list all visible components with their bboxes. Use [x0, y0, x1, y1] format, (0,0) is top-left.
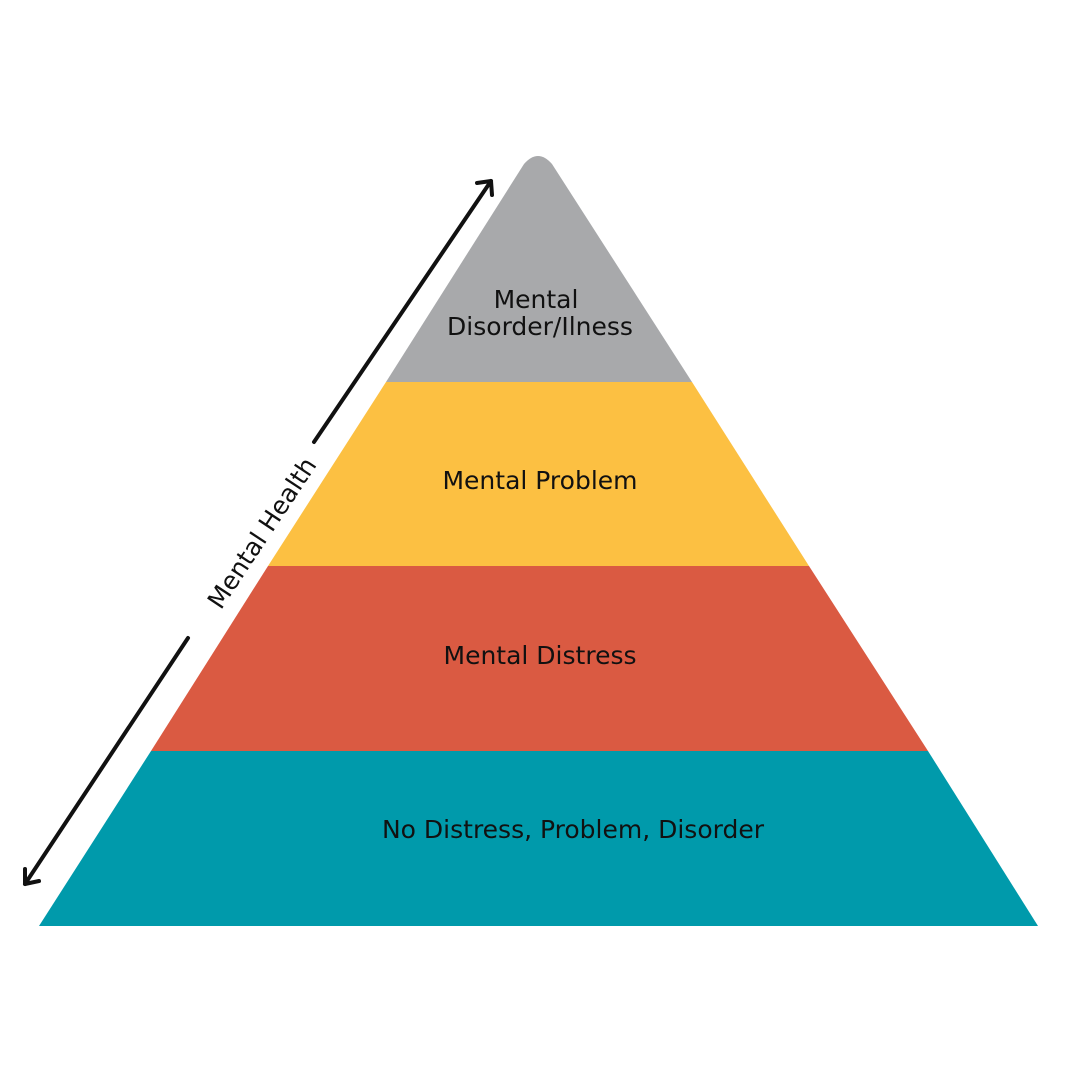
tier-mental-disorder-line-1: Mental: [494, 285, 579, 314]
tier-labels: Mental Disorder/Ilness Mental Problem Me…: [382, 285, 765, 844]
axis-line-upper: [312, 179, 493, 444]
tier-mental-problem: [268, 382, 809, 566]
tier-mental-disorder-label: Mental Disorder/Ilness: [447, 285, 633, 341]
tier-no-distress-label: No Distress, Problem, Disorder: [382, 815, 765, 844]
tier-mental-disorder: [386, 156, 692, 382]
tier-mental-problem-label: Mental Problem: [442, 466, 637, 495]
tier-mental-distress: [151, 566, 928, 751]
tier-mental-distress-label: Mental Distress: [444, 641, 637, 670]
arrowhead-up-icon: [475, 179, 494, 197]
tier-mental-disorder-line-2: Disorder/Ilness: [447, 312, 633, 341]
arrowhead-down-icon: [23, 867, 41, 886]
tier-no-distress: [39, 751, 1038, 926]
axis-line-lower: [23, 636, 190, 886]
pyramid: [39, 156, 1038, 926]
